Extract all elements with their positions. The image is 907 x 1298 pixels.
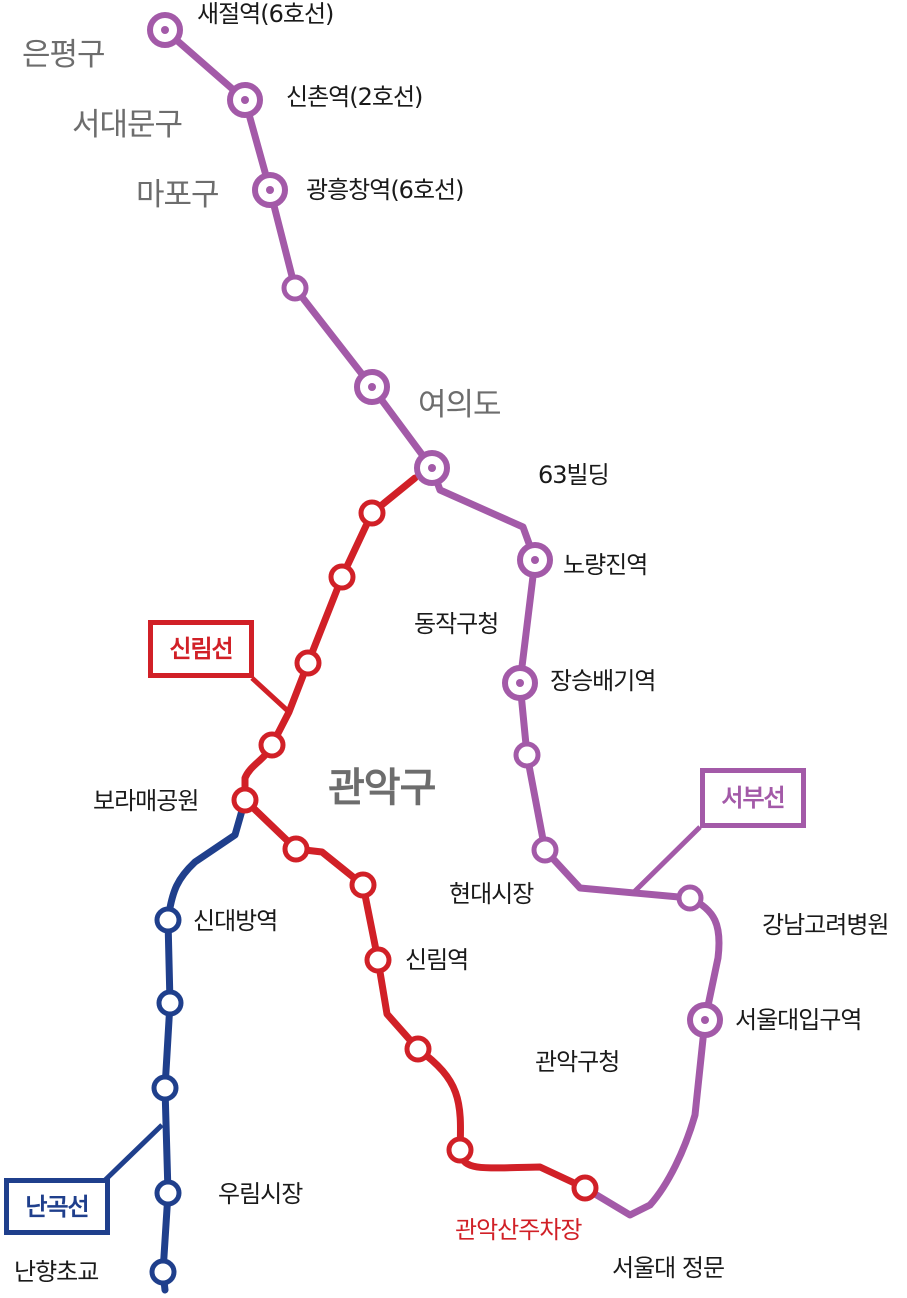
label-jangseungbaegi: 장승배기역: [550, 667, 656, 695]
seobu-label-connector: [631, 825, 702, 895]
nangok-line-path: [159, 796, 249, 1294]
label-gwangheungchang: 광흥창역(6호선): [306, 176, 464, 204]
station-sindaebang-marker[interactable]: [154, 906, 182, 934]
seobu-line-label: 서부선: [700, 768, 806, 828]
label-snu-main-gate: 서울대 정문: [612, 1254, 725, 1282]
sillim-line-label: 신림선: [148, 620, 254, 678]
label-63building: 63빌딩: [538, 461, 610, 489]
station-gwanaksan-parking-marker[interactable]: [571, 1174, 599, 1202]
station-sillim-marker[interactable]: [446, 1136, 474, 1164]
label-saejeol: 새절역(6호선): [197, 0, 334, 28]
seobu-regular-stations: [281, 274, 704, 912]
station-nangok-marker[interactable]: [151, 1074, 179, 1102]
station-nanhyang-school-marker[interactable]: [149, 1258, 177, 1286]
seobu-transfer-stations: [147, 12, 723, 1038]
label-gwanaksan-parking: 관악산주차장: [455, 1216, 582, 1244]
station-noryangjin-marker[interactable]: [517, 542, 553, 578]
station-dongjak-office-marker[interactable]: [513, 741, 541, 769]
label-borame-park: 보라매공원: [93, 787, 199, 815]
nangok-line-label: 난곡선: [4, 1178, 110, 1235]
station-borame-park-marker[interactable]: [231, 786, 259, 814]
station-sillim-marker[interactable]: [358, 499, 386, 527]
district-seodaemun: 서대문구: [72, 107, 183, 143]
station-63building-marker[interactable]: [414, 450, 450, 486]
station-snu-entrance-marker[interactable]: [687, 1002, 723, 1038]
station-saejeol-marker[interactable]: [147, 12, 183, 48]
label-noryangjin: 노량진역: [563, 551, 648, 579]
label-urim-market: 우림시장: [218, 1180, 303, 1208]
station-urim-market-marker[interactable]: [154, 1179, 182, 1207]
station-gangnam-hospital-marker[interactable]: [676, 884, 704, 912]
label-sinchon: 신촌역(2호선): [286, 83, 423, 111]
label-gwanak-office: 관악구청: [535, 1048, 620, 1076]
station-seobu-marker[interactable]: [281, 274, 309, 302]
station-nangok-marker[interactable]: [156, 989, 184, 1017]
label-sindaebang: 신대방역: [193, 907, 278, 935]
station-hyundai-market-marker[interactable]: [531, 836, 559, 864]
station-sillim-marker[interactable]: [294, 649, 322, 677]
district-yeouido: 여의도: [418, 387, 502, 423]
nangok-label-connector: [98, 1123, 164, 1187]
station-gwangheungchang-marker[interactable]: [252, 172, 288, 208]
nangok-stations: [149, 906, 184, 1286]
seobu-line-path: [161, 26, 723, 1219]
label-sillim-station: 신림역: [405, 946, 469, 974]
sillim-label-connector: [250, 676, 291, 714]
district-eunpyeong: 은평구: [22, 37, 106, 73]
station-sinchon-marker[interactable]: [227, 82, 263, 118]
station-sillim-marker[interactable]: [258, 731, 286, 759]
station-sillim-marker[interactable]: [349, 871, 377, 899]
label-dongjak-office: 동작구청: [414, 610, 499, 638]
district-gwanak: 관악구: [328, 765, 436, 811]
label-snu-entrance: 서울대입구역: [735, 1006, 862, 1034]
district-mapo: 마포구: [136, 177, 220, 213]
station-yeouido-marker[interactable]: [354, 369, 390, 405]
station-gwanak-office-marker[interactable]: [404, 1035, 432, 1063]
sillim-stations: [231, 499, 599, 1202]
label-gangnam-korea-hospital: 강남고려병원: [762, 911, 889, 939]
station-sillim-station-marker[interactable]: [364, 946, 392, 974]
station-jangseungbaegi-marker[interactable]: [502, 665, 538, 701]
station-sillim-marker[interactable]: [282, 835, 310, 863]
label-nanhyang-school: 난향초교: [14, 1258, 99, 1286]
station-sillim-marker[interactable]: [328, 563, 356, 591]
label-hyundai-market: 현대시장: [449, 880, 534, 908]
